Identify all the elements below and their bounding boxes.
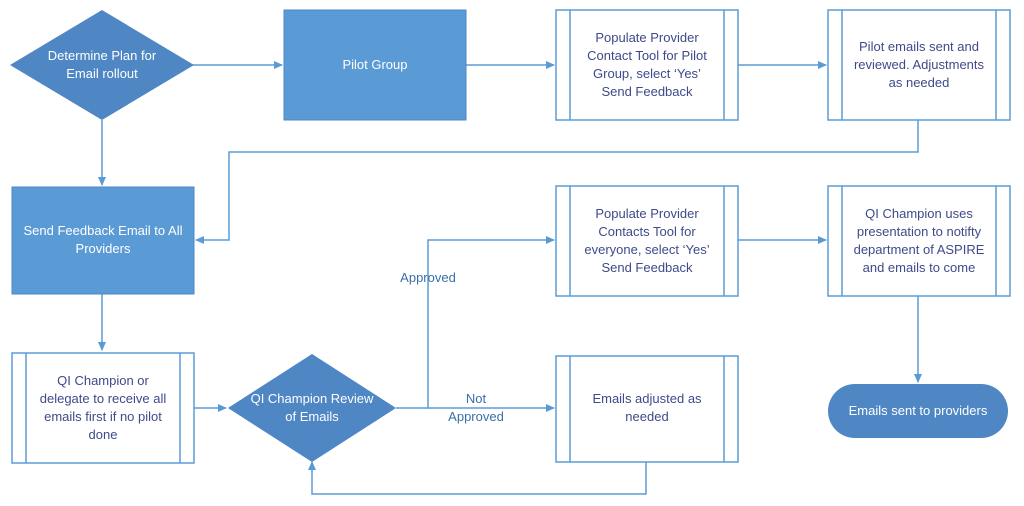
label-qi-delegate-line-1: delegate to receive all [40, 391, 167, 406]
label-qi-review: QI Champion Review of Emails [251, 391, 374, 424]
predefined-pilot-emails-sent [827, 9, 1011, 121]
label-pilot-emails-sent: Pilot emails sent and reviewed. Adjustmen… [854, 39, 985, 90]
label-approved-line-0: Approved [400, 270, 456, 285]
label-populate-pilot-line-3: Send Feedback [601, 84, 693, 99]
label-emails-sent-line-0: Emails sent to providers [849, 403, 988, 418]
label-qi-presentation-line-3: and emails to come [863, 260, 976, 275]
edge-pilot-emails-to-send-all [195, 120, 919, 244]
label-determine-plan-line-0: Determine Plan for [48, 48, 157, 63]
label-send-feedback-all-line-0: Send Feedback Email to All [24, 223, 183, 238]
process-pilot-group [283, 9, 467, 121]
label-pilot-group-line-0: Pilot Group [342, 57, 407, 72]
label-qi-presentation-line-2: department of ASPIRE [854, 242, 985, 257]
process-send-feedback-all [11, 186, 195, 295]
predefined-populate-pilot [555, 9, 739, 121]
label-pilot-emails-sent-line-2: as needed [889, 75, 950, 90]
label-populate-pilot-line-1: Contact Tool for Pilot [587, 48, 707, 63]
label-populate-everyone-line-1: Contacts Tool for [598, 224, 696, 239]
terminator-emails-sent [828, 384, 1008, 438]
label-emails-adjusted-line-0: Emails adjusted as [592, 391, 702, 406]
label-pilot-group: Pilot Group [342, 57, 407, 72]
label-emails-adjusted: Emails adjusted as needed [592, 391, 702, 424]
predefined-populate-everyone [555, 185, 739, 297]
predefined-emails-adjusted [555, 355, 739, 463]
label-populate-everyone-line-3: Send Feedback [601, 260, 693, 275]
label-qi-delegate: QI Champion or delegate to receive all ema… [40, 373, 167, 442]
label-qi-review-line-0: QI Champion Review [251, 391, 374, 406]
nodes [10, 9, 1011, 464]
label-populate-everyone-line-0: Populate Provider [595, 206, 699, 221]
edges [98, 61, 922, 495]
predefined-qi-presentation [827, 185, 1011, 297]
label-qi-delegate-line-2: emails first if no pilot [44, 409, 162, 424]
label-pilot-emails-sent-line-0: Pilot emails sent and [859, 39, 979, 54]
label-emails-sent: Emails sent to providers [849, 403, 988, 418]
edge-adjusted-to-review [308, 461, 647, 495]
label-qi-presentation-line-0: QI Champion uses [865, 206, 973, 221]
label-populate-everyone-line-2: everyone, select ‘Yes’ [584, 242, 709, 257]
label-qi-presentation: QI Champion uses presentation to notifty d… [854, 206, 985, 275]
edge-review-approved [396, 236, 555, 409]
predefined-qi-delegate [11, 352, 195, 464]
label-not-approved-line-0: Not [466, 391, 487, 406]
label-send-feedback-all-line-1: Providers [76, 241, 131, 256]
label-determine-plan-line-1: Email rollout [66, 66, 138, 81]
label-populate-pilot-line-0: Populate Provider [595, 30, 699, 45]
decision-determine-plan [10, 10, 194, 120]
decision-qi-review [228, 354, 396, 462]
label-qi-review-line-1: of Emails [285, 409, 339, 424]
label-not-approved-line-1: Approved [448, 409, 504, 424]
label-approved: Approved [400, 270, 456, 285]
label-emails-adjusted-line-1: needed [625, 409, 668, 424]
label-qi-delegate-line-0: QI Champion or [57, 373, 149, 388]
label-populate-pilot-line-2: Group, select ‘Yes’ [593, 66, 701, 81]
label-pilot-emails-sent-line-1: reviewed. Adjustments [854, 57, 985, 72]
label-qi-presentation-line-1: presentation to notifty [857, 224, 982, 239]
label-qi-delegate-line-3: done [89, 427, 118, 442]
